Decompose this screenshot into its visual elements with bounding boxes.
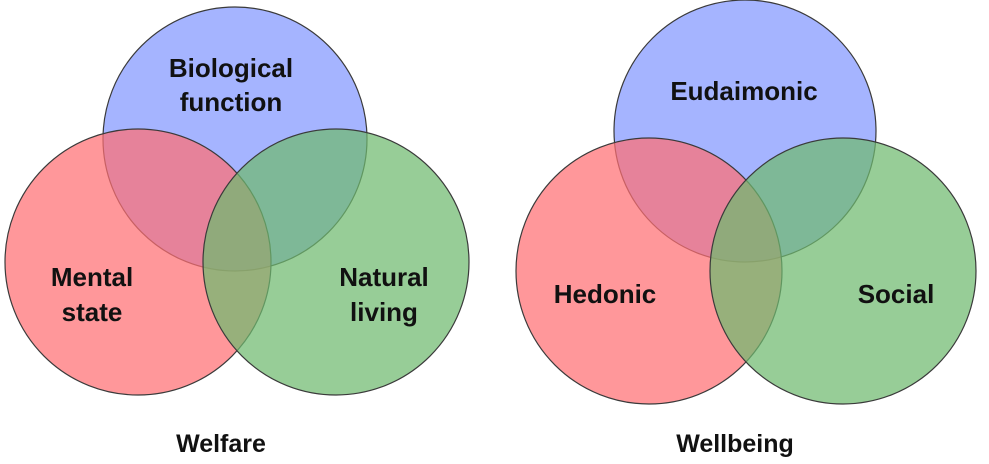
wellbeing-right-label: Social (858, 279, 935, 309)
welfare-left-label-line1: Mental (51, 262, 133, 292)
welfare-top-label-line1: Biological (169, 53, 293, 83)
welfare-top-label-line2: function (180, 87, 283, 117)
wellbeing-diagram: Eudaimonic Hedonic Social Wellbeing (515, 0, 977, 458)
wellbeing-caption: Wellbeing (676, 430, 794, 458)
wellbeing-top-label: Eudaimonic (670, 76, 817, 106)
welfare-right-circle (202, 128, 470, 396)
welfare-right-label-line2: living (350, 297, 418, 327)
welfare-left-label-line2: state (62, 297, 123, 327)
welfare-diagram: Biological function Mental state Natural… (4, 6, 470, 458)
welfare-right-label-line1: Natural (339, 262, 429, 292)
wellbeing-left-label: Hedonic (554, 279, 657, 309)
welfare-caption: Welfare (176, 430, 266, 458)
wellbeing-right-circle (709, 137, 977, 405)
